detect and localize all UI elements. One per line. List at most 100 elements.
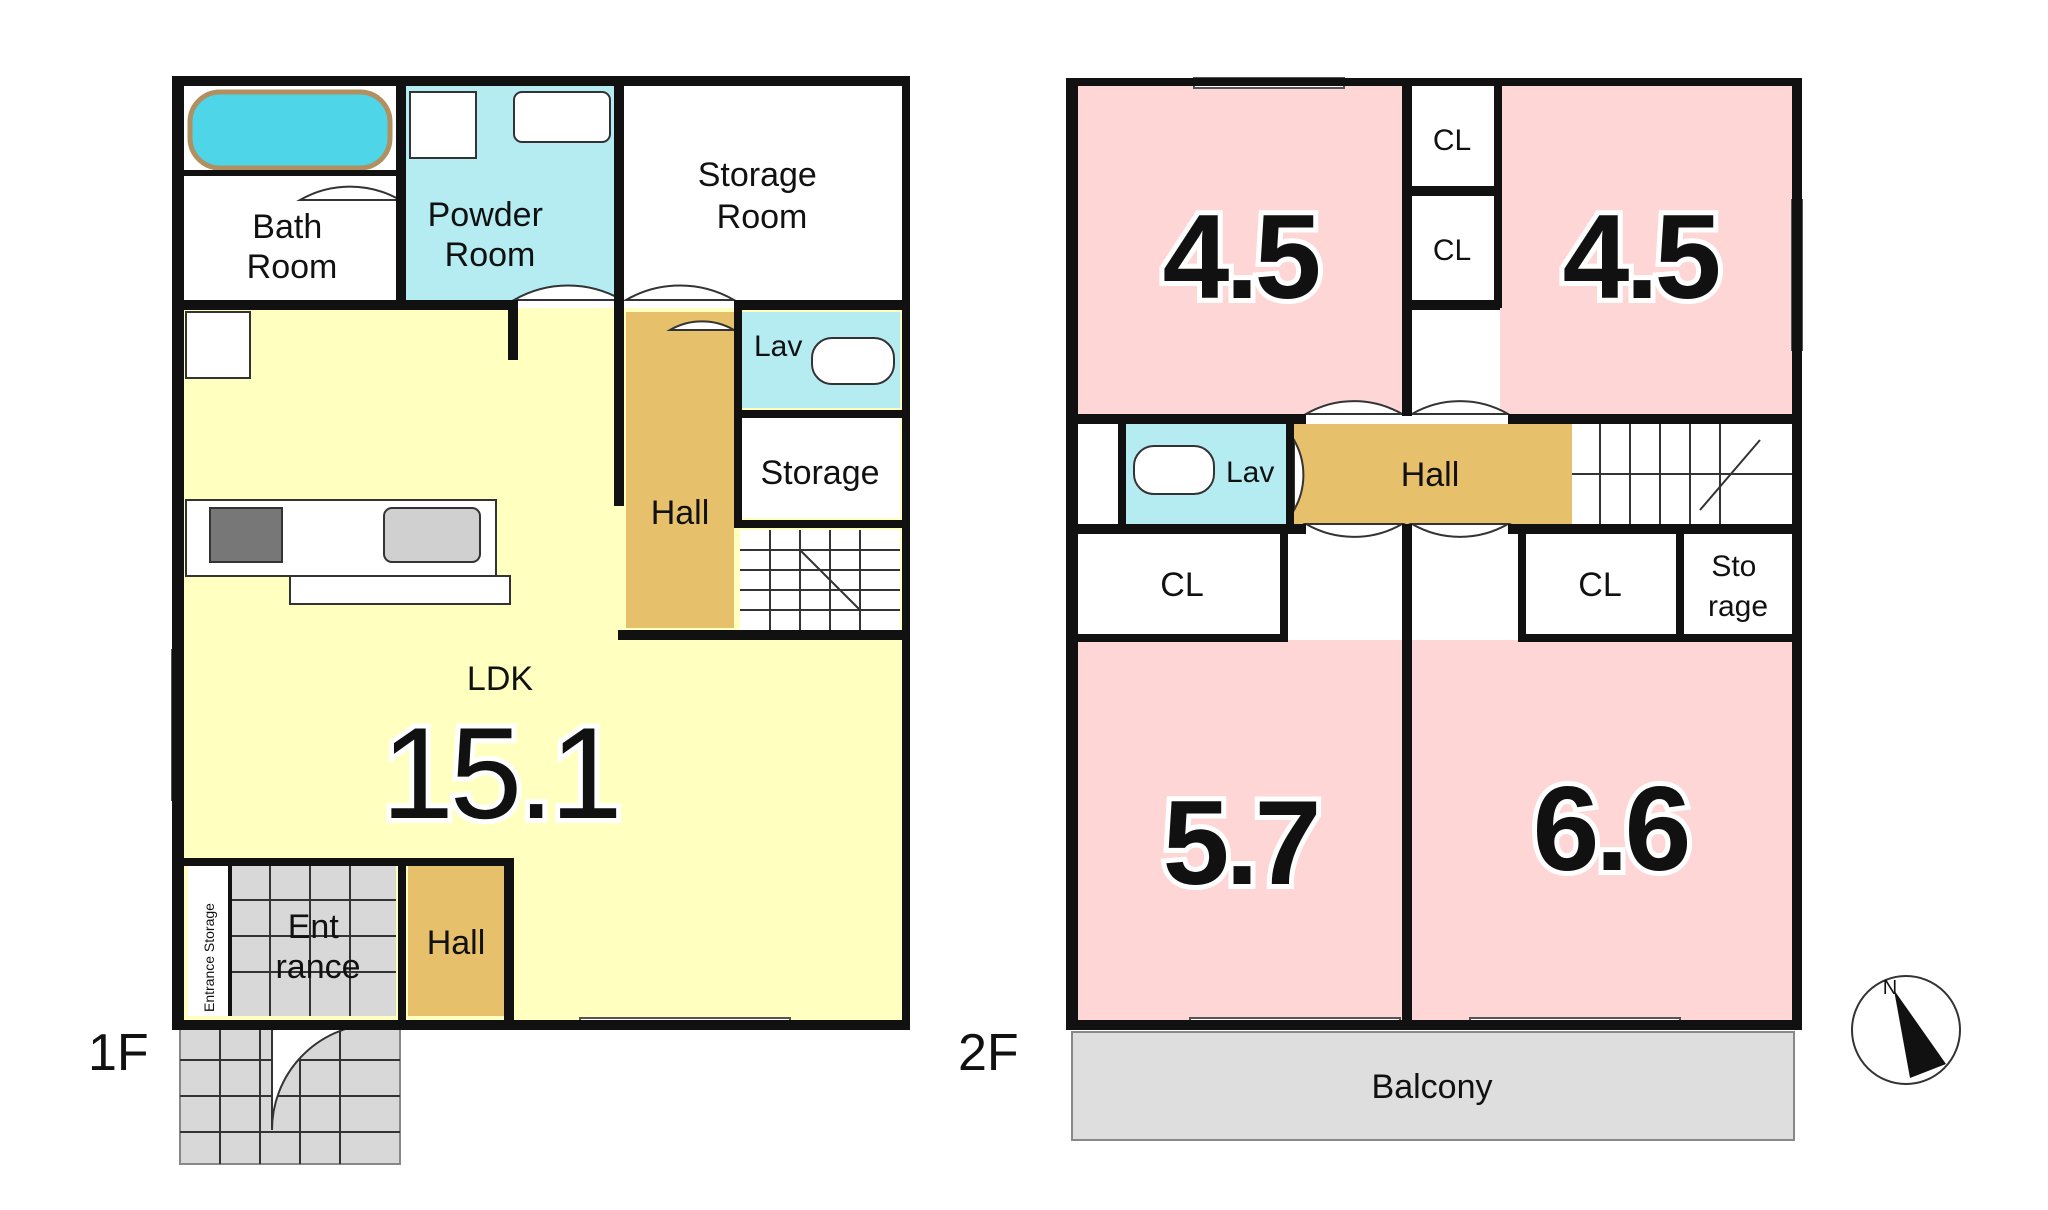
wall-2f-closet-se-bottom: [1518, 634, 1792, 642]
wall-powder-storage: [614, 86, 624, 506]
bedroom-ne: [1500, 86, 1792, 414]
storage-1f: [740, 418, 900, 518]
label-balcony: Balcony: [1372, 1068, 1493, 1106]
closet-top2: [1410, 196, 1494, 300]
entrance-storage-room: [188, 866, 230, 1016]
label-storage-1f: Storage: [760, 454, 879, 492]
wall-2f-closet-right: [1494, 86, 1502, 308]
label-entrance-storage: Entrance Storage: [201, 903, 217, 1012]
toilet-1f: [811, 337, 895, 385]
wall-hall-bottom: [618, 630, 902, 640]
wall-entrance-hall: [398, 866, 406, 1020]
door-bedroom-ne: [1408, 400, 1512, 415]
label-cl-top1: CL: [1433, 124, 1471, 157]
label-1f: 1F: [88, 1024, 149, 1082]
closet-sw: [1084, 534, 1280, 634]
label-powder-room: Powder Room: [428, 196, 553, 274]
kitchen-island: [289, 575, 511, 605]
bedroom-se: [1412, 640, 1792, 1020]
door-bedroom-se: [1408, 523, 1512, 538]
wall-2f-closet-mid: [1410, 186, 1496, 196]
label-bath-room: Bath Room: [247, 208, 338, 286]
balcony: [1071, 1031, 1795, 1141]
stairs-lines-2f: [1572, 424, 1792, 524]
washing-machine: [409, 91, 477, 159]
label-bedroom-nw-size: 4.5: [1163, 190, 1319, 324]
wall-2f-lower-row: [1078, 524, 1306, 534]
wall-2f-center-bottom: [1402, 524, 1412, 1020]
entrance-room: [232, 866, 396, 1016]
wall-hall-entry-right: [504, 858, 514, 1020]
label-cl-se: CL: [1578, 566, 1621, 604]
kitchen-sink: [383, 507, 481, 563]
wall-bath-powder: [396, 86, 406, 304]
door-bath-room: [296, 185, 404, 201]
toilet-2f: [1133, 445, 1215, 495]
label-entrance: Ent rance: [275, 908, 360, 986]
wall-2f-closet-bottom: [1410, 300, 1500, 310]
label-storage-room: Storage Room: [698, 156, 827, 236]
stairs-lines-1f: [740, 530, 900, 630]
wall-2f-lower-row-right: [1508, 524, 1792, 534]
compass-label: N: [1883, 977, 1897, 999]
wall-2f-closet-sw-bottom: [1078, 634, 1288, 642]
wall-storage-stairs: [742, 520, 902, 528]
door-bedroom-sw: [1302, 523, 1406, 538]
door-storage-room: [622, 284, 738, 301]
label-hall-2f: Hall: [1401, 456, 1460, 494]
second-floor-plan: [1066, 77, 1803, 1141]
stairs-1f: [740, 530, 900, 630]
bathtub: [187, 89, 393, 171]
wall-entrance-storage: [228, 866, 232, 1016]
hall-entry-room: [408, 866, 504, 1016]
label-storage-2f: Sto rage: [1708, 550, 1768, 623]
label-bedroom-se-size: 6.6: [1533, 762, 1688, 896]
storage-room: [622, 84, 902, 300]
porch: [179, 1023, 401, 1165]
wall-ldk-stub: [508, 300, 518, 360]
wall-2f-closet-sw-right: [1280, 534, 1288, 640]
wall-2f-lav-right: [1286, 424, 1294, 524]
closet-top1: [1410, 86, 1494, 186]
closet-se: [1526, 534, 1674, 634]
label-2f: 2F: [958, 1024, 1019, 1082]
fridge-space: [185, 311, 251, 379]
washbasin: [513, 91, 611, 143]
wall-2f-center-top: [1402, 86, 1412, 416]
label-ldk-size: 15.1: [381, 700, 618, 846]
wall-2f-lav-left: [1118, 424, 1126, 524]
compass: N: [1851, 975, 1961, 1085]
label-ldk: LDK: [467, 660, 533, 698]
wall-entrance-top: [184, 858, 514, 866]
label-hall-stairs: Hall: [651, 494, 710, 532]
door-lav-1f: [666, 320, 738, 331]
stove: [209, 507, 283, 563]
label-bedroom-sw-size: 5.7: [1163, 776, 1318, 910]
wall-storage-bottom: [734, 300, 902, 310]
first-floor-plan: [171, 76, 910, 1165]
wall-lav-storage: [742, 410, 902, 418]
compass-arrow-icon: [1894, 990, 1946, 1078]
label-cl-sw: CL: [1160, 566, 1203, 604]
wall-2f-upper-row-right: [1508, 414, 1792, 424]
wall-bath-lower: [184, 170, 396, 176]
wall-upper-row: [184, 300, 514, 310]
bedroom-sw: [1078, 640, 1402, 1020]
entrance-tile: [232, 866, 396, 1016]
label-lav-2f: Lav: [1226, 456, 1274, 489]
bedroom-nw: [1078, 86, 1402, 414]
hall-2f: [1294, 424, 1572, 524]
door-lav-2f: [1293, 436, 1305, 514]
label-lav-1f: Lav: [754, 330, 802, 363]
storage-2f: [1684, 534, 1790, 634]
label-bedroom-ne-size: 4.5: [1563, 190, 1719, 324]
hall-stairs-room: [626, 312, 734, 628]
wall-2f-closet-se-left: [1518, 534, 1526, 640]
wall-hall-lav: [734, 306, 742, 528]
wall-2f-closet-se-right: [1676, 534, 1684, 640]
label-cl-top2: CL: [1433, 234, 1471, 267]
wall-2f-upper-row: [1078, 414, 1306, 424]
door-bedroom-nw: [1302, 400, 1406, 415]
label-hall-entry: Hall: [427, 924, 486, 962]
